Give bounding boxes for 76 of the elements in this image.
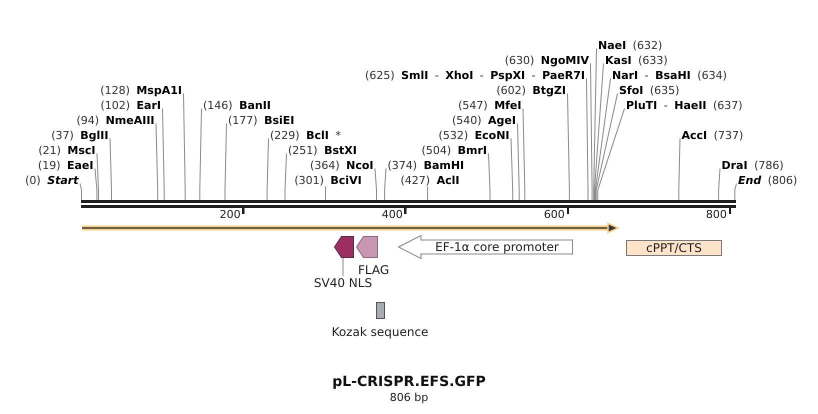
feature-label: FLAG (358, 263, 390, 277)
enzyme-site-label: (625) SmlI - XhoI - PspXI - PaeR7I (365, 68, 585, 82)
enzyme-site-label: (37) BglII (51, 128, 108, 142)
leader-line (510, 138, 514, 200)
enzyme-site-label: AccI (737) (682, 128, 744, 142)
enzyme-site-label: (630) NgoMIV (504, 54, 589, 66)
scale-number: 400 (382, 208, 403, 220)
feature-pentagon (334, 236, 354, 258)
leader-line (678, 138, 680, 200)
feature-label: EF-1α core promoter (435, 240, 559, 254)
feature-span-bar (80, 222, 622, 234)
leader-line (522, 108, 526, 200)
enzyme-site-label: (532) EcoNI (438, 128, 510, 142)
scale-number: 800 (706, 208, 727, 220)
leader-line (284, 153, 287, 200)
leader-line (567, 93, 570, 200)
leader-line (734, 183, 737, 200)
leader-line (586, 78, 588, 200)
leader-line (162, 108, 165, 200)
leader-line (590, 63, 593, 200)
leader-line (156, 123, 158, 200)
leader-line (593, 48, 597, 200)
enzyme-site-label: KasI (633) (605, 54, 668, 66)
feature-label: SV40 NLS (314, 276, 372, 290)
leader-line (110, 138, 112, 200)
leader-line (374, 168, 377, 200)
leader-line (199, 108, 202, 200)
leader-line (427, 186, 428, 200)
enzyme-site-label: (146) BanII (203, 98, 271, 112)
enzyme-site-label: (427) AclI (400, 174, 460, 186)
enzyme-site-label: (21) MscI (38, 144, 96, 156)
leader-line (96, 153, 99, 200)
map-title: pL-CRISPR.EFS.GFP (332, 374, 486, 391)
sequence-backbone (81, 200, 736, 208)
feature-label: cPPT/CTS (646, 241, 702, 255)
leader-line (597, 108, 625, 200)
enzyme-site-label: DraI (786) (722, 158, 784, 172)
feature-label: Kozak sequence (332, 325, 428, 339)
leader-line (80, 183, 82, 200)
enzyme-site-label: NarI - BsaHI (634) (612, 68, 727, 82)
leader-line (94, 168, 98, 200)
position-label: (0) Start (25, 174, 78, 186)
enzyme-site-label: (364) NcoI (310, 158, 374, 172)
enzyme-site-label: (229) BclI* (270, 128, 341, 142)
enzyme-site-label: (374) BamHI (388, 158, 464, 172)
enzyme-site-label: SfoI (635) (619, 84, 680, 96)
enzyme-site-label: (19) EaeI (38, 158, 94, 172)
enzyme-site-label: NaeI (632) (598, 38, 662, 52)
leader-line (596, 93, 618, 200)
enzyme-site-label: (94) NmeAIII (76, 114, 154, 126)
leader-line (325, 186, 326, 200)
scale-number: 200 (220, 208, 241, 220)
leader-line (384, 168, 386, 200)
enzyme-site-label: (301) BciVI (294, 174, 362, 186)
leader-line (594, 63, 604, 200)
enzyme-site-label: (602) BtgZI (496, 84, 566, 96)
leader-line (718, 168, 720, 200)
scale-number: 600 (544, 208, 565, 220)
leader-line (224, 123, 227, 200)
position-label: End (806) (738, 174, 798, 186)
feature-box (626, 240, 722, 256)
enzyme-site-label: (504) BmrI (422, 144, 487, 156)
leader-line (517, 123, 520, 200)
leader-line (266, 138, 269, 200)
enzyme-site-label: (177) BsiEI (228, 114, 294, 126)
enzyme-site-label: (251) BstXI (288, 144, 357, 156)
enzyme-site-label: (540) AgeI (452, 114, 516, 126)
sequence-length: 806 bp (390, 391, 428, 404)
enzyme-site-label: PluTI - HaeII (637) (626, 98, 743, 112)
leader-line (594, 78, 611, 200)
enzyme-site-label: (547) MfeI (458, 98, 522, 112)
leader-line (488, 153, 490, 200)
enzyme-site-label: (102) EarI (100, 98, 161, 112)
enzyme-site-label: (128) MspA1I (100, 84, 182, 96)
leader-line (342, 258, 344, 276)
leader-line (183, 93, 186, 200)
